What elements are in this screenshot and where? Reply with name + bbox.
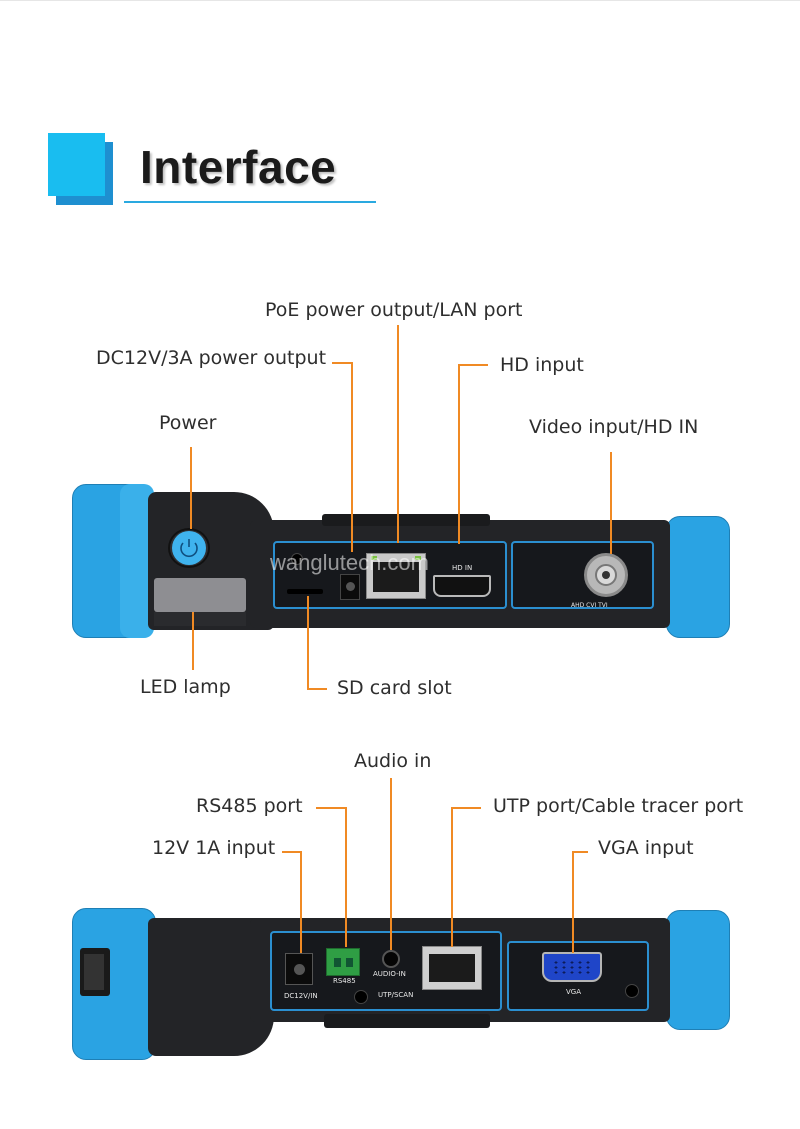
hdmi-port[interactable]: [433, 575, 491, 597]
label-rs485: RS485 port: [196, 795, 303, 817]
utp-port[interactable]: [422, 946, 482, 990]
lan-port[interactable]: [366, 553, 426, 599]
port-panel-right: [511, 541, 654, 609]
label-vga-input: VGA input: [598, 837, 694, 859]
leader-vga: [572, 851, 574, 953]
hdin-label: HD IN: [452, 564, 473, 572]
label-poe-lan: PoE power output/LAN port: [265, 299, 523, 321]
dcin-label: DC12V/IN: [284, 992, 318, 1000]
leader-power: [190, 447, 192, 529]
leader-utp: [451, 807, 453, 947]
sd-card-slot[interactable]: [287, 589, 323, 594]
reset-hole: [291, 553, 303, 565]
watermark: wanglutech.com: [270, 550, 429, 575]
utp-scan-label: UTP/SCAN: [378, 991, 414, 999]
top-divider: [0, 0, 800, 1]
label-utp: UTP port/Cable tracer port: [493, 795, 744, 817]
audio-in-jack[interactable]: [382, 950, 400, 968]
leader-led: [192, 612, 194, 670]
dc-output-jack[interactable]: [340, 574, 360, 600]
page-title: Interface: [140, 141, 337, 193]
leader-sd: [307, 596, 309, 688]
leader-audio: [390, 778, 392, 950]
bottom-hole-right: [625, 984, 639, 998]
leader-video: [610, 452, 612, 554]
label-power: Power: [159, 412, 217, 434]
label-dc12v: DC12V/3A power output: [96, 347, 327, 369]
power-icon: [180, 539, 198, 558]
label-video-input: Video input/HD IN: [529, 416, 699, 438]
dc-input-jack[interactable]: [285, 953, 313, 985]
leader-hd: [458, 364, 460, 544]
label-audio-in: Audio in: [354, 750, 432, 772]
bottom-right-bumper: [666, 910, 730, 1030]
audio-in-label: AUDIO-IN: [373, 970, 406, 978]
ahd-label: AHD CVI TVI: [571, 602, 608, 609]
rs485-terminal[interactable]: [326, 948, 360, 976]
label-hd-input: HD input: [500, 354, 584, 376]
title-underline: [124, 201, 376, 203]
leader-poe: [397, 325, 399, 543]
bnc-connector[interactable]: [584, 553, 628, 597]
side-slot: [80, 948, 110, 996]
leader-12v: [300, 851, 302, 953]
label-sd-card: SD card slot: [337, 677, 452, 699]
rs485-port-label: RS485: [333, 977, 356, 985]
leader-rs485: [345, 807, 347, 947]
label-12v-input: 12V 1A input: [152, 837, 276, 859]
bottom-hole-left: [354, 990, 368, 1004]
right-bumper: [666, 516, 730, 638]
leader-dc12v: [351, 362, 353, 552]
power-button[interactable]: [172, 531, 206, 565]
header-square: [48, 133, 105, 196]
label-led-lamp: LED lamp: [140, 676, 231, 698]
vga-port[interactable]: [542, 952, 602, 982]
vga-port-label: VGA: [566, 988, 582, 996]
led-lamp: [154, 578, 246, 612]
